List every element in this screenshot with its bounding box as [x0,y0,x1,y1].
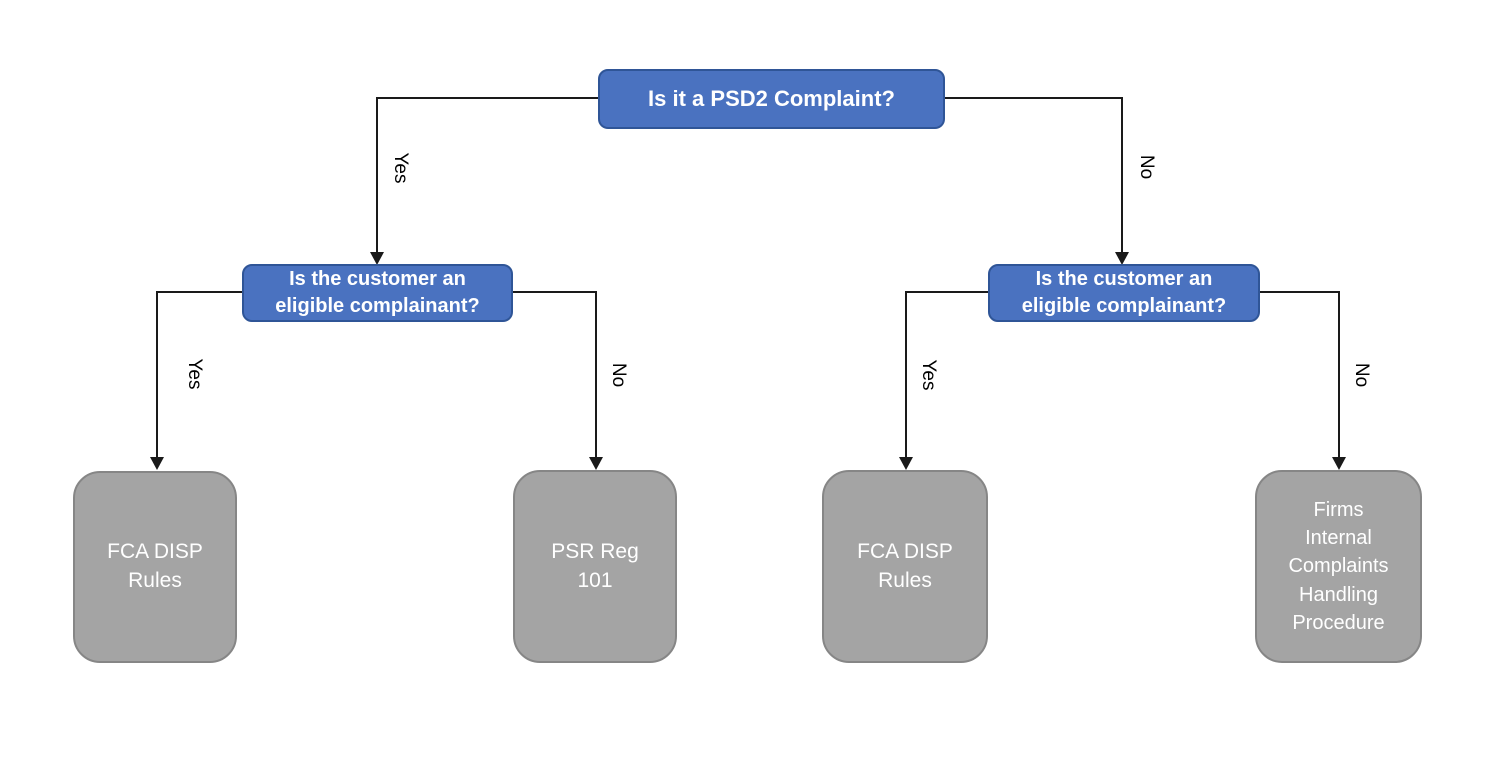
edge-root-yes-hline [377,97,599,99]
outcome-node-internal-procedure-label: Firms Internal Complaints Handling Proce… [1288,498,1389,635]
outcome-node-internal-procedure: Firms Internal Complaints Handling Proce… [1255,470,1422,663]
edge-label-root-yes: Yes [390,152,411,184]
edge-root-no-arrowhead-icon [1115,252,1129,265]
decision-node-root: Is it a PSD2 Complaint? [598,69,945,129]
edge-root-no-hline [944,97,1123,99]
outcome-node-fca-disp-right: FCA DISP Rules [822,470,988,663]
edge-right-no-vline [1338,291,1340,458]
outcome-node-psr-reg-101-label: PSR Reg 101 [551,539,639,592]
decision-node-root-label: Is it a PSD2 Complaint? [648,86,895,112]
edge-label-left-yes: Yes [184,358,205,390]
edge-label-root-no: No [1136,154,1157,180]
outcome-node-psr-reg-101: PSR Reg 101 [513,470,677,663]
edge-root-yes-arrowhead-icon [370,252,384,265]
edge-right-yes-hline [906,291,989,293]
outcome-node-fca-disp-right-label: FCA DISP Rules [857,539,953,592]
edge-left-no-arrowhead-icon [589,457,603,470]
edge-label-right-no: No [1351,362,1372,388]
edge-root-yes-vline [376,97,378,253]
edge-left-yes-hline [157,291,242,293]
edge-left-yes-arrowhead-icon [150,457,164,470]
edge-left-no-hline [512,291,597,293]
edge-label-right-yes: Yes [918,359,939,391]
outcome-node-fca-disp-left-label: FCA DISP Rules [107,540,203,592]
decision-node-right-label: Is the customer an eligible complainant? [1021,268,1227,317]
edge-root-no-vline [1121,97,1123,253]
decision-node-left-label: Is the customer an eligible complainant? [275,268,480,317]
outcome-node-fca-disp-left: FCA DISP Rules [73,471,237,663]
edge-right-no-arrowhead-icon [1332,457,1346,470]
edge-right-no-hline [1260,291,1340,293]
edge-right-yes-vline [905,291,907,458]
edge-left-yes-vline [156,291,158,458]
decision-node-left: Is the customer an eligible complainant? [242,264,513,322]
decision-node-right: Is the customer an eligible complainant? [988,264,1260,322]
edge-right-yes-arrowhead-icon [899,457,913,470]
edge-left-no-vline [595,291,597,458]
edge-label-left-no: No [608,362,629,388]
